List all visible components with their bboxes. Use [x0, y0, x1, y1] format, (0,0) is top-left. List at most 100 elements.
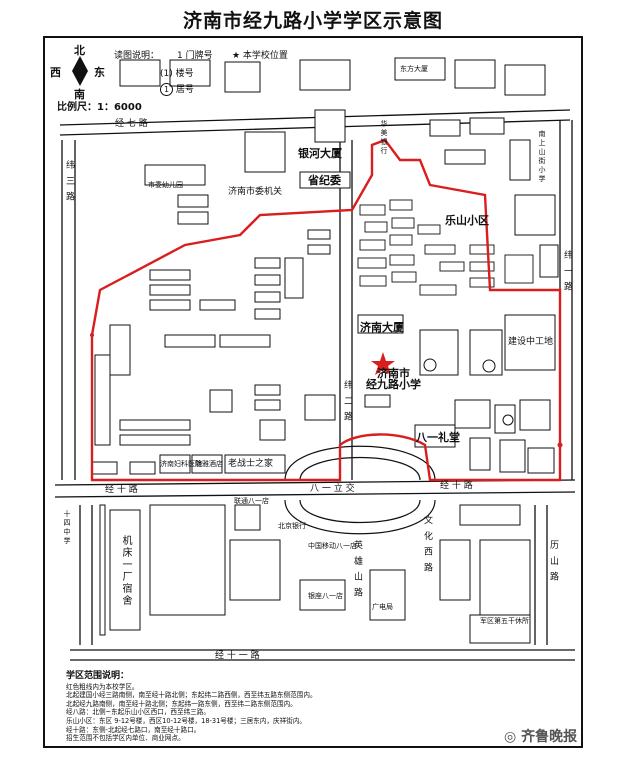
building [509, 139, 531, 181]
building [439, 539, 471, 601]
place-label: 乐山小区 [445, 214, 489, 227]
road-label: 纬 二 路 [342, 380, 352, 423]
building [424, 244, 456, 255]
building [254, 274, 281, 286]
building [469, 277, 495, 288]
building [479, 539, 531, 621]
compound-circle [502, 414, 514, 426]
compound-circle [482, 359, 496, 373]
compass-west: 西 [50, 66, 61, 79]
building [469, 329, 503, 376]
building [459, 504, 521, 526]
place-label: 华美银行 [380, 120, 388, 156]
building [254, 257, 281, 269]
building [469, 117, 505, 135]
block [394, 57, 446, 81]
building [414, 424, 456, 448]
place-label: 军区第五干休所 [480, 617, 529, 625]
building [109, 509, 141, 631]
place-label: 省纪委 [308, 174, 341, 187]
building [527, 447, 555, 474]
place-label: 银座八一店 [308, 592, 343, 600]
building [109, 324, 131, 376]
place-label: 机床一厂宿舍 [120, 535, 131, 607]
notes-line: 北起建国小经三路南侧，南至经十路北侧；东起纬二路西侧，西至纬五路东侧范围内。 [66, 691, 317, 700]
building [284, 257, 304, 299]
building [254, 291, 281, 303]
building [469, 244, 495, 255]
building [219, 334, 271, 348]
place-label: 银河大厦 [298, 147, 342, 160]
building [144, 164, 206, 186]
building [359, 239, 386, 251]
compound-circle [423, 358, 437, 372]
building [254, 308, 281, 320]
building [419, 284, 457, 296]
building [199, 299, 236, 311]
building [504, 254, 534, 284]
notes-line: 红色粗线内为本校学区。 [66, 682, 139, 691]
notes-line: 招生范围不包括学区内单位、商业网点。 [66, 734, 185, 743]
block [169, 59, 211, 87]
boundary-node [90, 333, 94, 337]
road-label: 八 一 立 交 [310, 484, 355, 494]
legend-school: ★ 本学校位置 [232, 51, 288, 61]
building [254, 384, 281, 396]
building [439, 261, 465, 272]
road-label: 纬 一 路 [562, 250, 572, 293]
notes-heading: 学区范围说明： [66, 671, 130, 681]
building [299, 171, 351, 189]
road-label: 经 十 路 [105, 485, 138, 495]
compass-south: 南 [74, 88, 85, 101]
building [159, 454, 191, 474]
building [177, 194, 209, 208]
boundary-node [557, 442, 563, 448]
road-label: 英 雄 山 路 [352, 540, 362, 599]
place-label: 十四中学 [63, 510, 71, 546]
compound-icon: 1 [160, 83, 173, 96]
legend-title: 读图说明： [114, 51, 160, 61]
building [254, 399, 281, 411]
building [359, 204, 386, 216]
place-label: 东方大厦 [400, 65, 428, 73]
building [454, 399, 491, 429]
building [224, 454, 286, 474]
place-label: 广电局 [372, 603, 393, 611]
legend-door: 1 门牌号 [177, 51, 213, 61]
notes-line: 乐山小区：东区 9-12号楼，西区10-12号楼，18-31号楼；三居东内，庆祥… [66, 716, 307, 725]
place-label: 北京银行 [278, 522, 306, 530]
building [99, 504, 106, 636]
building [149, 504, 226, 616]
building [364, 221, 388, 233]
building [444, 149, 486, 165]
building [119, 419, 191, 431]
building [94, 354, 111, 446]
block [119, 59, 161, 87]
road-label: 文 化 西 路 [422, 515, 432, 574]
notes-line: 北起经九路南侧，南至经十路北侧；东起纬一路东侧，西至纬二路东侧范围内。 [66, 699, 297, 708]
building [307, 244, 331, 255]
building [304, 394, 336, 421]
block [504, 64, 546, 96]
jing10-road-south [54, 491, 576, 498]
place-label: 联通八一店 [234, 497, 269, 505]
place-label: 静雅酒店 [195, 460, 223, 468]
road-label: 经 十 路 [440, 481, 473, 491]
building [129, 461, 156, 475]
place-label: 老战士之家 [228, 459, 274, 469]
building [119, 434, 191, 446]
building [499, 439, 526, 473]
place-label: 市委幼儿园 [148, 181, 183, 189]
building [389, 199, 413, 211]
building [244, 131, 286, 173]
block [454, 59, 496, 89]
district-boundary [90, 138, 562, 482]
building [234, 504, 261, 531]
building [514, 194, 556, 236]
building [469, 614, 531, 644]
place-label: 济南大厦 [360, 321, 404, 334]
building [364, 394, 391, 408]
place-label: 建设中工地 [508, 337, 554, 347]
map-title: 济南市经九路小学学区示意图 [182, 10, 443, 32]
